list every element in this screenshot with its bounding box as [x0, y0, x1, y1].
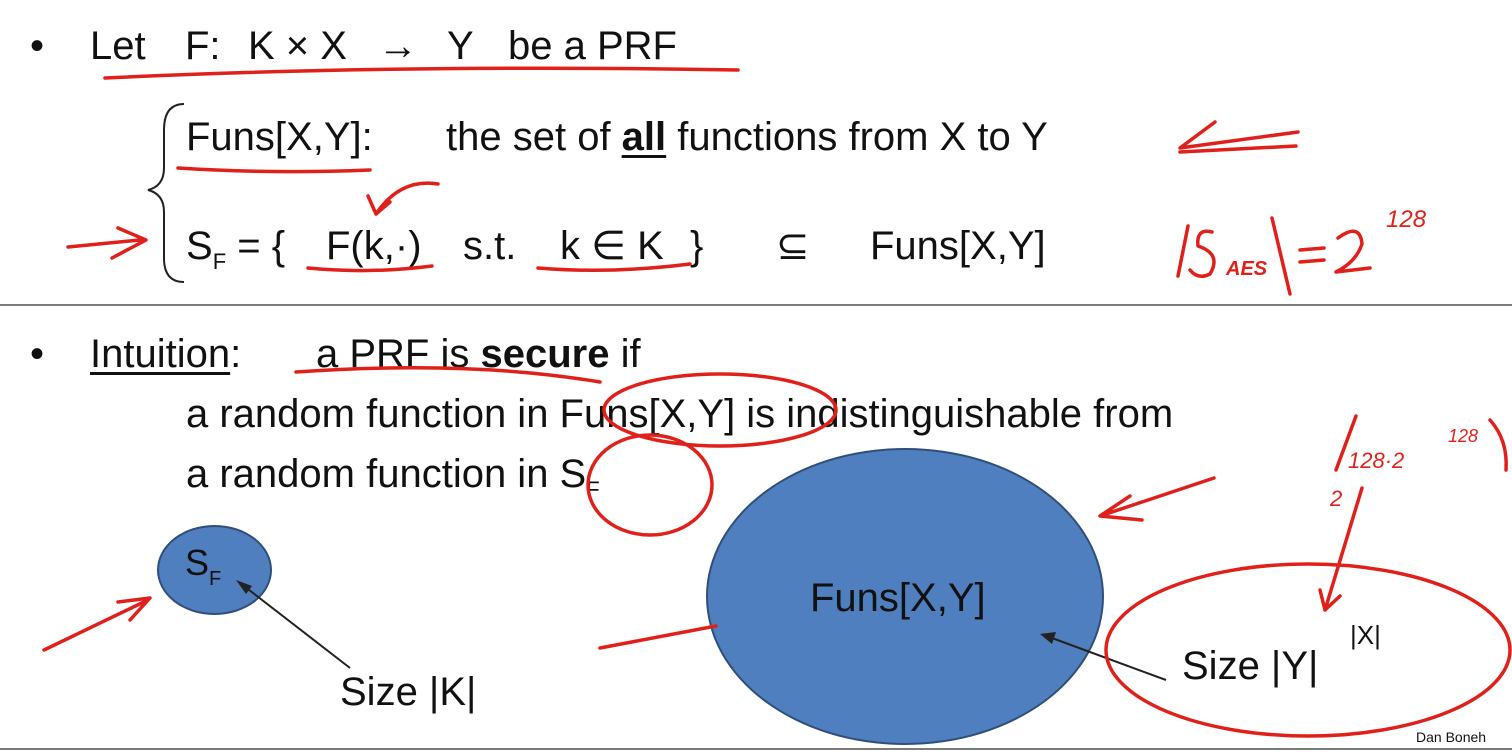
intuition-heading: Intuition:: [90, 332, 242, 376]
funs-term: Funs[X,Y]:: [186, 115, 373, 159]
section-divider: [0, 304, 1512, 306]
arrow-to-k: [366, 181, 440, 216]
size-k-arrow: [243, 585, 351, 669]
left-brace: [147, 103, 185, 283]
hw-S: [1188, 229, 1216, 278]
prf-domain: K × X: [248, 24, 347, 68]
intuition-lead: a PRF is secure if: [316, 332, 641, 376]
set-close-brace: }: [690, 224, 704, 268]
bullet-2: •: [30, 332, 45, 376]
funs-ellipse-label: Funs[X,Y]: [810, 576, 986, 620]
f-k-dot: F(k,·): [326, 224, 422, 268]
size-y-exponent: |X|: [1350, 620, 1381, 650]
hw-calc-base: 2: [1330, 486, 1343, 511]
arrow-funs-shaft: [1178, 144, 1298, 154]
author-credit: Dan Boneh: [1416, 729, 1487, 745]
k-in-K: k ∈ K: [560, 224, 664, 268]
arrow-big-ellipse: [1098, 476, 1216, 522]
hw-calc-main: 128·2: [1348, 448, 1405, 473]
subset-symbol: ⊆: [776, 224, 810, 268]
hw-abs-left: [1176, 224, 1190, 278]
sf-ellipse: [157, 525, 272, 615]
prf-symbol: F:: [185, 24, 221, 68]
size-k-label: Size |K|: [340, 670, 477, 714]
intuition-line-b: a random function in SF: [186, 452, 600, 502]
funs-xy: Funs[X,Y]: [870, 224, 1046, 268]
funs-ellipse: [706, 448, 1104, 745]
let-word: Let: [90, 24, 146, 68]
size-y-label: Size |Y|: [1182, 644, 1319, 688]
underline-line1: [103, 66, 740, 80]
prf-range: Y: [447, 24, 474, 68]
circle-sf: [586, 433, 714, 537]
intuition-line-a: a random function in Funs[X,Y] is indist…: [186, 392, 1174, 436]
arrow-funs: [1178, 120, 1300, 150]
hw-calc-exponent: 128: [1448, 426, 1479, 446]
hw-aes-subscript: AES: [1226, 258, 1268, 280]
sf-ellipse-label: SF: [185, 542, 222, 590]
arrow-sf: [66, 226, 148, 260]
hw-close-paren: [1488, 418, 1508, 472]
hw-abs-right: [1270, 216, 1292, 296]
such-that: s.t.: [463, 224, 517, 268]
maps-to-arrow: →: [378, 24, 418, 68]
underline-funs: [176, 166, 372, 174]
bullet: •: [30, 24, 45, 68]
arrow-small-ellipse: [42, 596, 152, 652]
funs-definition: the set of all functions from X to Y: [446, 115, 1048, 159]
hw-equals: [1298, 246, 1326, 264]
sf-definition: SF = {: [186, 224, 286, 274]
prf-definition-tail: be a PRF: [508, 24, 677, 68]
hw-two: [1334, 229, 1372, 274]
line-to-big-ellipse: [598, 624, 718, 650]
hw-exponent-128: 128: [1386, 206, 1427, 233]
bottom-border: [0, 748, 1512, 750]
